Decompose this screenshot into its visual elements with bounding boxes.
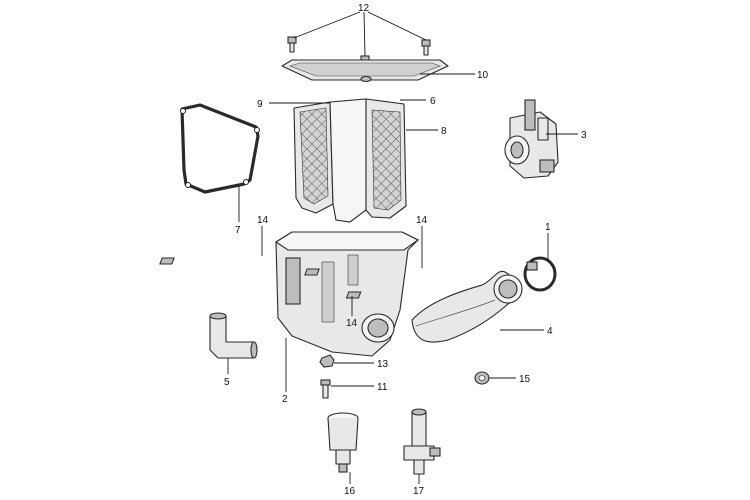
- intake-duct-part-4: [411, 270, 523, 343]
- pad-part-14c: [345, 291, 362, 299]
- screw-part-12c: [421, 39, 431, 56]
- callout-labels: 12 10 6 9 8 3 7 14 14 14 1 4 5 2 13 11 1…: [224, 3, 587, 497]
- carburetor-part-3: [504, 99, 559, 179]
- callout-5: 5: [224, 377, 230, 388]
- callout-14-right: 14: [416, 215, 428, 226]
- leader-lines: [227, 11, 578, 484]
- screw-part-12a: [287, 36, 297, 53]
- callout-12: 12: [358, 3, 370, 14]
- airbox-housing-part-2: [274, 231, 420, 357]
- callout-7: 7: [235, 225, 241, 236]
- bolt-part-11: [320, 379, 331, 399]
- pad-part-14b: [304, 268, 320, 276]
- callout-3: 3: [581, 130, 587, 141]
- fuel-tap-part-17: [403, 408, 441, 475]
- callout-10: 10: [477, 70, 489, 81]
- pad-part-14a: [159, 257, 175, 265]
- callout-6: 6: [430, 96, 436, 107]
- callout-14-center: 14: [346, 318, 358, 329]
- callout-9: 9: [257, 99, 263, 110]
- air-filter-element-part-8: [293, 98, 407, 223]
- filter-cup-part-16: [327, 412, 359, 473]
- callout-15: 15: [519, 374, 531, 385]
- grommet-part-15: [474, 371, 490, 385]
- callout-11: 11: [377, 382, 388, 393]
- callout-2: 2: [282, 394, 288, 405]
- callout-16: 16: [344, 486, 356, 497]
- callout-13: 13: [377, 359, 389, 370]
- callout-4: 4: [547, 326, 553, 337]
- callout-1: 1: [545, 222, 551, 233]
- callout-14-left: 14: [257, 215, 269, 226]
- cover-lid-part-10: [281, 59, 449, 83]
- gasket-frame-part-7: [180, 103, 260, 194]
- callout-8: 8: [441, 126, 447, 137]
- hose-clamp-part-1: [523, 256, 557, 292]
- elbow-drain-part-5: [209, 312, 258, 359]
- callout-17: 17: [413, 486, 425, 497]
- nut-part-13: [319, 354, 335, 368]
